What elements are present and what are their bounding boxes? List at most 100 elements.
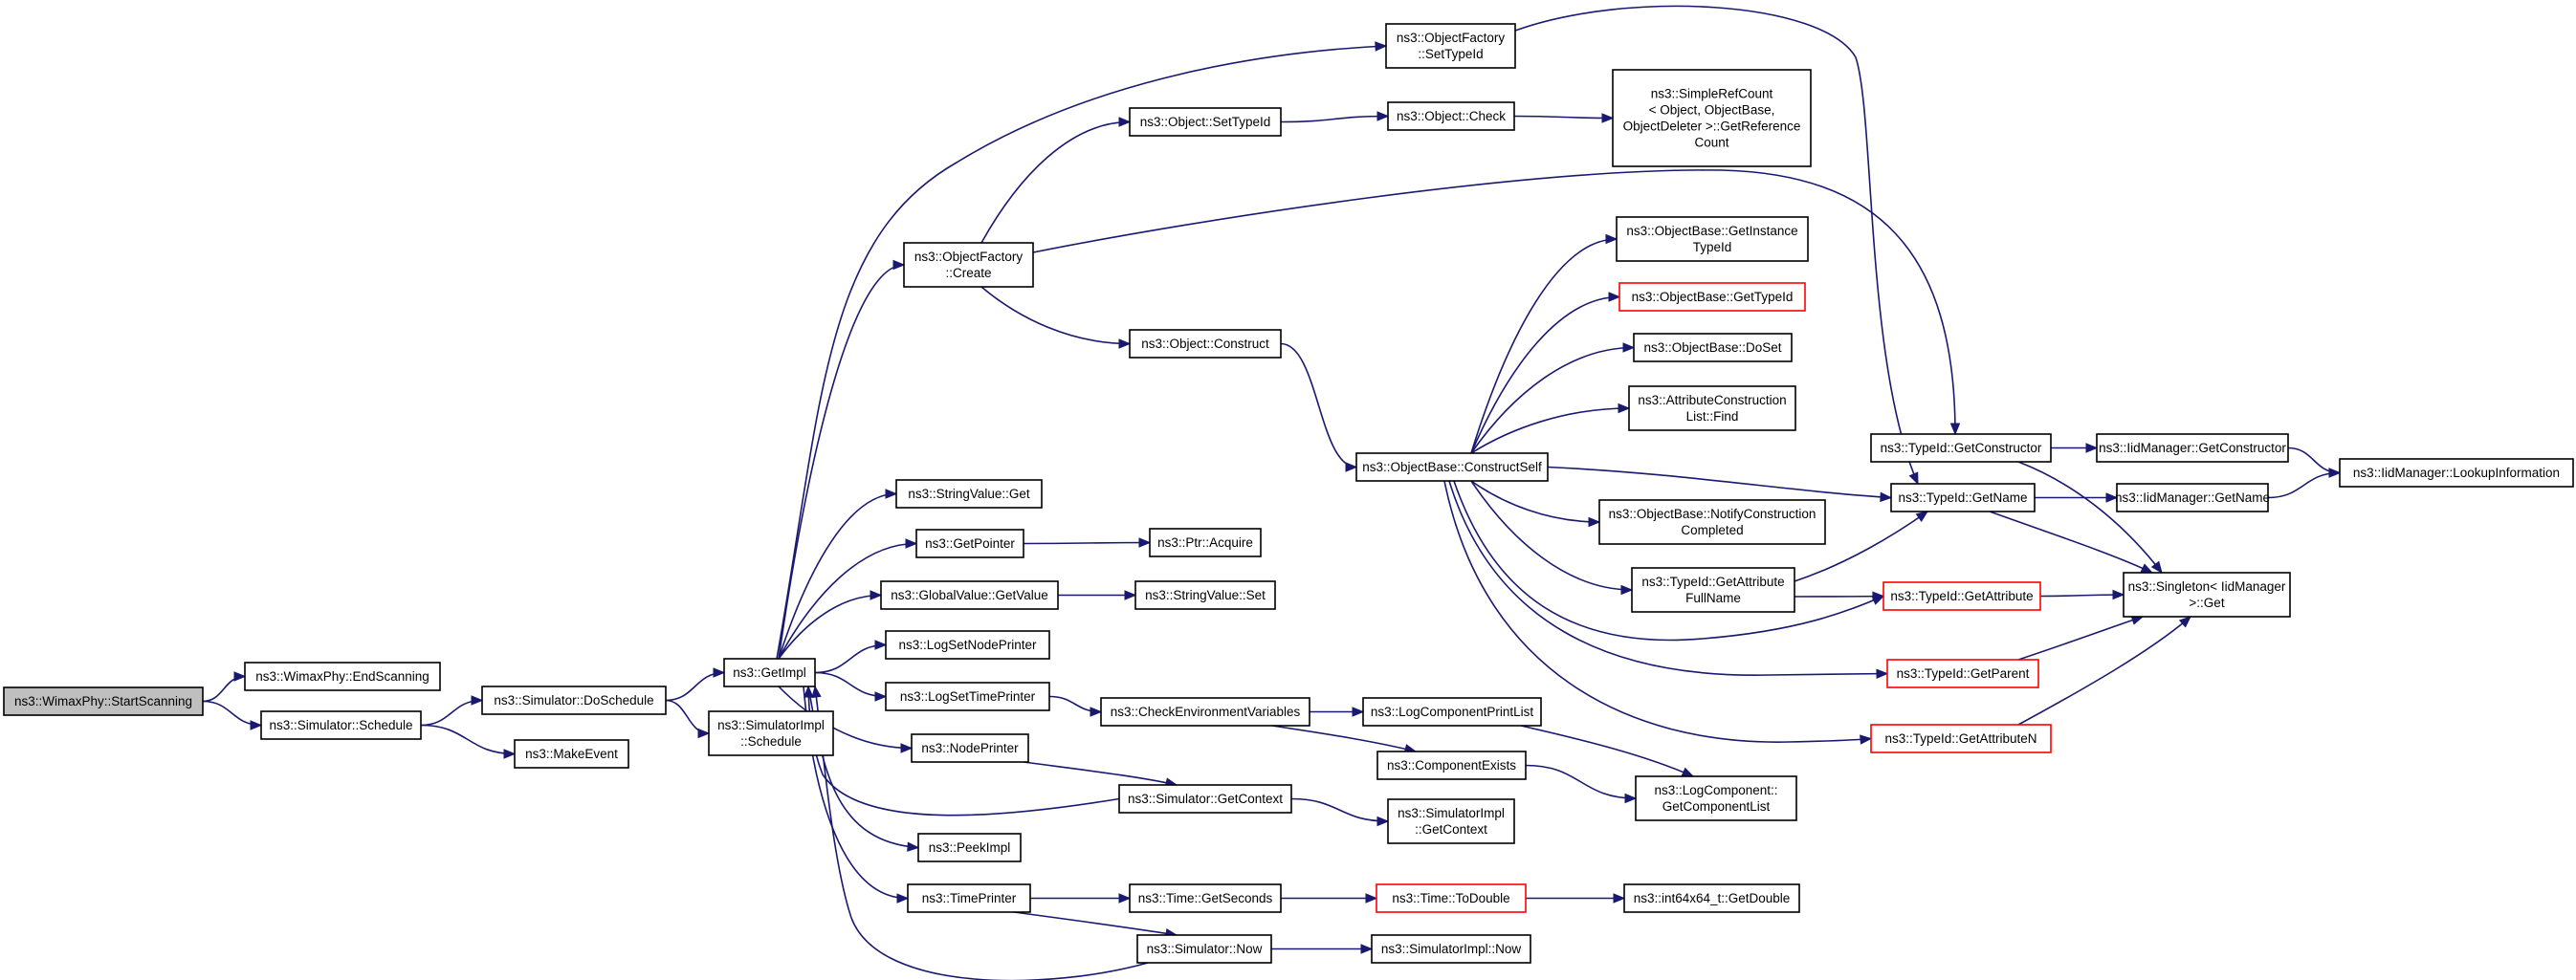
- function-node[interactable]: ns3::int64x64_t::GetDouble: [1623, 883, 1800, 913]
- node-box: [260, 710, 422, 740]
- function-node[interactable]: ns3::ObjectBase::NotifyConstructionCompl…: [1598, 499, 1826, 545]
- function-node[interactable]: ns3::GetPointer: [915, 529, 1024, 558]
- function-node[interactable]: ns3::SimulatorImpl::Schedule: [708, 710, 834, 756]
- function-node[interactable]: ns3::Simulator::Now: [1136, 934, 1272, 964]
- function-node[interactable]: ns3::PeekImpl: [917, 833, 1022, 862]
- node-label: FullName: [1685, 591, 1741, 605]
- function-node[interactable]: ns3::Time::GetSeconds: [1129, 883, 1282, 913]
- node-label: ::SetTypeId: [1418, 47, 1483, 61]
- function-node[interactable]: ns3::StringValue::Set: [1134, 580, 1276, 610]
- call-edge: [778, 542, 917, 660]
- function-node[interactable]: ns3::TypeId::GetAttribute: [1882, 581, 2041, 611]
- node-label: ns3::ObjectBase::DoSet: [1643, 340, 1781, 355]
- node-label: ns3::Simulator::GetContext: [1128, 792, 1283, 806]
- function-node[interactable]: ns3::ObjectBase::GetTypeId: [1618, 282, 1806, 312]
- function-node[interactable]: ns3::LogSetNodePrinter: [885, 630, 1050, 660]
- edge-arrowhead: [1908, 471, 1919, 486]
- node-label: ns3::Object::SetTypeId: [1140, 115, 1271, 129]
- call-edge: [980, 120, 1131, 244]
- node-box: [1623, 883, 1800, 913]
- function-node[interactable]: ns3::LogComponentPrintList: [1362, 697, 1542, 727]
- function-node[interactable]: ns3::TypeId::GetName: [1890, 483, 2036, 512]
- call-edge: [1280, 115, 1389, 123]
- function-node[interactable]: ns3::MakeEvent: [514, 739, 629, 769]
- call-edge: [1280, 342, 1357, 468]
- function-node[interactable]: ns3::ObjectFactory::Create: [903, 242, 1034, 288]
- function-node[interactable]: ns3::TypeId::GetAttributeN: [1870, 724, 2052, 753]
- edge-arrowhead: [1118, 893, 1132, 904]
- function-node[interactable]: ns3::Singleton< IidManager >::Get: [2123, 572, 2291, 618]
- node-label: ns3::ObjectBase::NotifyConstruction: [1609, 507, 1816, 521]
- node-box: [911, 733, 1029, 763]
- node-label: ns3::LogSetTimePrinter: [900, 689, 1036, 704]
- node-label: ns3::Object::Check: [1397, 109, 1506, 123]
- function-node[interactable]: ns3::Simulator::GetContext: [1118, 784, 1292, 814]
- call-edge: [1013, 911, 1178, 936]
- node-box: [1129, 329, 1282, 359]
- call-edge: [1023, 761, 1178, 786]
- node-label: ns3::MakeEvent: [525, 747, 618, 761]
- node-box: [1149, 528, 1262, 557]
- function-node[interactable]: ns3::TypeId::GetConstructor: [1870, 433, 2052, 463]
- edge-arrowhead: [1613, 893, 1626, 904]
- node-label: ns3::TypeId::GetAttribute: [1641, 575, 1784, 589]
- node-box: [481, 686, 667, 715]
- node-label: ns3::int64x64_t::GetDouble: [1634, 891, 1791, 905]
- node-box: [2096, 433, 2289, 463]
- function-node[interactable]: ns3::GlobalValue::GetValue: [880, 580, 1059, 610]
- function-node[interactable]: ns3::IidManager::GetConstructor: [2096, 433, 2289, 463]
- function-node[interactable]: ns3::IidManager::GetName: [2115, 483, 2270, 512]
- function-node[interactable]: ns3::WimaxPhy::EndScanning: [244, 662, 441, 691]
- node-box: [2116, 483, 2269, 512]
- node-box: [1618, 282, 1806, 312]
- function-node[interactable]: ns3::SimulatorImpl::Now: [1371, 934, 1531, 964]
- call-edge: [1443, 480, 1872, 743]
- function-node[interactable]: ns3::ObjectFactory::SetTypeId: [1385, 23, 1516, 69]
- function-node[interactable]: ns3::ObjectBase::DoSet: [1633, 333, 1793, 362]
- function-node[interactable]: ns3::Object::SetTypeId: [1129, 107, 1282, 137]
- call-edge: [778, 264, 905, 660]
- node-box: [1371, 934, 1531, 964]
- function-node[interactable]: ns3::Simulator::Schedule: [260, 710, 422, 740]
- function-node[interactable]: ns3::TimePrinter: [907, 883, 1031, 913]
- function-node[interactable]: ns3::ObjectBase::ConstructSelf: [1355, 452, 1549, 482]
- function-node[interactable]: ns3::StringValue::Get: [895, 479, 1043, 509]
- node-label: ns3::Simulator::DoSchedule: [494, 693, 653, 708]
- node-label: ns3::WimaxPhy::EndScanning: [255, 669, 429, 684]
- function-node[interactable]: ns3::SimulatorImpl::GetContext: [1387, 798, 1515, 844]
- function-node[interactable]: ns3::WimaxPhy::StartScanning: [3, 686, 204, 716]
- function-node[interactable]: ns3::GetImpl: [723, 658, 816, 687]
- call-edge: [1514, 5, 1919, 485]
- node-label: ns3::ObjectBase::GetInstance: [1626, 224, 1797, 238]
- node-label: ns3::IidManager::LookupInformation: [2353, 466, 2560, 480]
- node-box: [1129, 107, 1282, 137]
- edge-arrowhead: [1090, 707, 1103, 717]
- function-node[interactable]: ns3::TypeId::GetParent: [1886, 659, 2039, 688]
- edge-arrowhead: [892, 259, 906, 271]
- function-node[interactable]: ns3::CheckEnvironmentVariables: [1100, 697, 1310, 727]
- call-edge: [778, 686, 913, 750]
- function-node[interactable]: ns3::Object::Construct: [1129, 329, 1282, 359]
- node-box: [244, 662, 441, 691]
- node-label: ns3::SimulatorImpl: [717, 718, 825, 732]
- function-node[interactable]: ns3::LogComponent::GetComponentList: [1635, 775, 1797, 821]
- function-node[interactable]: ns3::IidManager::LookupInformation: [2339, 458, 2574, 488]
- node-box: [880, 580, 1059, 610]
- function-node[interactable]: ns3::Object::Check: [1387, 101, 1515, 131]
- function-node[interactable]: ns3::NodePrinter: [911, 733, 1029, 763]
- node-label: ns3::LogSetNodePrinter: [898, 638, 1037, 652]
- function-node[interactable]: ns3::Time::ToDouble: [1376, 883, 1527, 913]
- function-node[interactable]: ns3::Simulator::DoSchedule: [481, 686, 667, 715]
- node-label: Count: [1694, 136, 1728, 150]
- node-box: [1387, 798, 1515, 844]
- node-label: ns3::LogComponentPrintList: [1371, 705, 1534, 719]
- node-box: [915, 529, 1024, 558]
- node-box: [1376, 751, 1527, 780]
- function-node[interactable]: ns3::LogSetTimePrinter: [885, 682, 1050, 711]
- function-node[interactable]: ns3::ComponentExists: [1376, 751, 1527, 780]
- function-node[interactable]: ns3::Ptr::Acquire: [1149, 528, 1262, 557]
- function-node[interactable]: ns3::SimpleRefCount< Object, ObjectBase,…: [1612, 69, 1812, 167]
